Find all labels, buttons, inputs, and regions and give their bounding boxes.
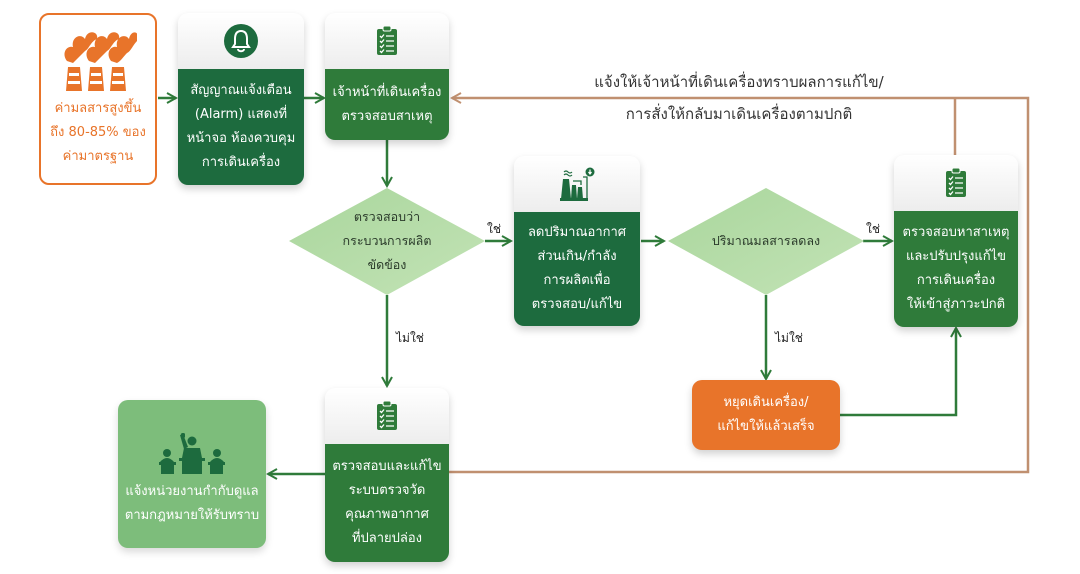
- fix-cause-line: และปรับปรุงแก้ไข: [905, 249, 1007, 264]
- decision-process-line: ตรวจสอบว่า: [353, 209, 421, 224]
- fix-cause-node: ตรวจสอบหาสาเหตุ และปรับปรุงแก้ไข การเดิน…: [894, 155, 1018, 327]
- feedback-note: แจ้งให้เจ้าหน้าที่เดินเครื่องทราบผลการแก…: [574, 70, 904, 94]
- decision-process-line: กระบวนการผลิต: [342, 233, 432, 248]
- edge-label-yes: ใช่: [487, 222, 502, 236]
- bell-icon: [224, 24, 258, 58]
- factory-reduce-icon: [560, 167, 595, 201]
- check-monitor-node: ตรวจสอบและแก้ไข ระบบตรวจวัด คุณภาพอากาศ …: [325, 388, 449, 562]
- reduce-air-line: ส่วนเกิน/กำลัง: [537, 249, 617, 264]
- fix-cause-line: ให้เข้าสู่ภาวะปกติ: [906, 297, 1006, 312]
- reduce-air-line: การผลิตเพื่อ: [543, 273, 611, 288]
- edge-label-no: ไม่ใช่: [775, 331, 803, 345]
- trigger-line: ถึง 80-85% ของ: [50, 125, 146, 140]
- decision-pollution-line: ปริมาณมลสารลดลง: [711, 233, 821, 248]
- reduce-air-line: ตรวจสอบ/แก้ไข: [531, 297, 623, 312]
- trigger-line: ค่ามลสารสูงขึ้น: [54, 101, 142, 116]
- notify-agency-node: แจ้งหน่วยงานกำกับดูแล ตามกฎหมายให้รับทรา…: [118, 400, 266, 548]
- alarm-node: สัญญาณแจ้งเตือน (Alarm) แสดงที่ หน้าจอ ห…: [178, 13, 304, 185]
- fix-cause-line: ตรวจสอบหาสาเหตุ: [902, 225, 1010, 240]
- decision-process-line: ขัดข้อง: [367, 257, 407, 272]
- feedback-connector: [448, 98, 1030, 474]
- reduce-air-node: ลดปริมาณอากาศ ส่วนเกิน/กำลัง การผลิตเพื่…: [514, 156, 640, 326]
- operator-check-node: เจ้าหน้าที่เดินเครื่อง ตรวจสอบสาเหตุ: [325, 13, 449, 140]
- edge-label-yes: ใช่: [866, 222, 881, 236]
- feedback-note-second: การสั่งให้กลับมาเดินเครื่องตามปกติ: [574, 102, 904, 126]
- trigger-line: ค่ามาตรฐาน: [62, 149, 134, 164]
- clipboard-checklist-icon: [946, 168, 966, 197]
- reduce-air-line: ลดปริมาณอากาศ: [527, 225, 627, 240]
- check-monitor-line: คุณภาพอากาศ: [345, 507, 429, 522]
- operator-check-line: ตรวจสอบสาเหตุ: [341, 108, 433, 124]
- feedback-note-line: แจ้งให้เจ้าหน้าที่เดินเครื่องทราบผลการแก…: [594, 73, 884, 91]
- notify-agency-line: แจ้งหน่วยงานกำกับดูแล: [125, 484, 259, 499]
- decision-pollution-label: ปริมาณมลสารลดลง: [688, 229, 844, 253]
- alarm-line: สัญญาณแจ้งเตือน: [190, 83, 292, 98]
- arrow-stop-to-fix: [840, 328, 956, 417]
- alarm-line: (Alarm) แสดงที่: [194, 107, 288, 122]
- clipboard-checklist-icon: [377, 26, 397, 55]
- decision-diamond-pollution: [668, 188, 864, 295]
- stop-machine-node: หยุดเดินเครื่อง/ แก้ไขให้แล้วเสร็จ: [692, 380, 840, 450]
- decision-diamond-process: [289, 188, 485, 295]
- decision-process-label: ตรวจสอบว่า กระบวนการผลิต ขัดข้อง: [309, 205, 465, 277]
- alarm-line: การเดินเครื่อง: [201, 155, 281, 170]
- trigger-node: ค่ามลสารสูงขึ้น ถึง 80-85% ของ ค่ามาตรฐา…: [39, 13, 157, 185]
- edge-label-no: ไม่ใช่: [396, 331, 424, 345]
- feedback-note-line: การสั่งให้กลับมาเดินเครื่องตามปกติ: [625, 105, 853, 123]
- operator-check-line: เจ้าหน้าที่เดินเครื่อง: [332, 84, 442, 100]
- stop-machine-line: หยุดเดินเครื่อง/: [723, 395, 809, 410]
- fix-cause-line: การเดินเครื่อง: [916, 273, 996, 288]
- alarm-line: หน้าจอ ห้องควบคุม: [186, 131, 296, 146]
- check-monitor-line: ที่ปลายปล่อง: [351, 531, 423, 546]
- stop-machine-line: แก้ไขให้แล้วเสร็จ: [717, 419, 815, 434]
- clipboard-checklist-icon: [377, 401, 397, 430]
- check-monitor-line: ระบบตรวจวัด: [348, 483, 426, 498]
- factory-smoke-icon: [64, 32, 137, 91]
- check-monitor-line: ตรวจสอบและแก้ไข: [332, 459, 442, 474]
- notify-agency-line: ตามกฎหมายให้รับทราบ: [124, 508, 260, 523]
- speaker-podium-icon: [159, 433, 225, 474]
